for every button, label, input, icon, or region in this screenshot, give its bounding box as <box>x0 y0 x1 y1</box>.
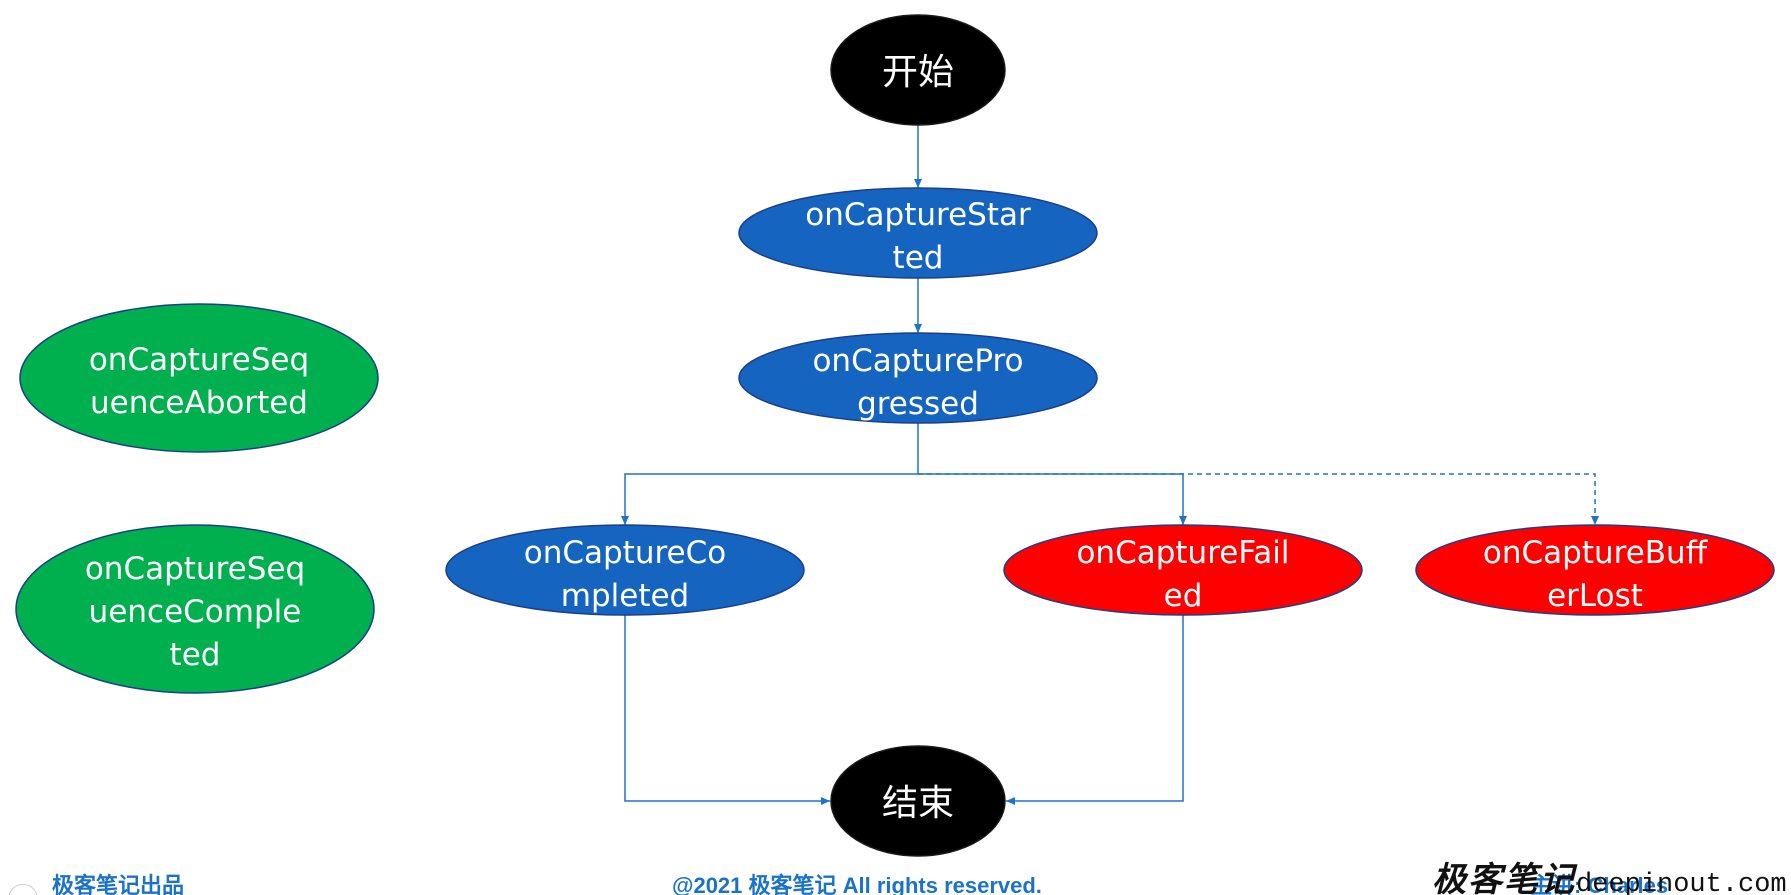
capture-failed-node: onCaptureFail ed <box>1003 524 1363 616</box>
edge-progressed-to-completed <box>621 423 919 525</box>
capture-progressed-label-line-1: onCapturePro <box>812 343 1023 379</box>
site-watermark: 极客笔记deepinout.com <box>1432 852 1787 895</box>
edge-failed-to-end <box>1006 615 1184 805</box>
capture-sequence-aborted-label-line-1: onCaptureSeq <box>89 342 309 378</box>
edge-progressed-to-failed <box>918 473 1187 525</box>
capture-progressed-node-shape <box>738 332 1098 424</box>
capture-started-node-shape <box>738 187 1098 279</box>
watermark-cn-text: 极客笔记 <box>1432 860 1576 895</box>
capture-buffer-lost-label-line-1: onCaptureBuff <box>1483 535 1708 571</box>
start-node-label: 开始 <box>882 52 954 93</box>
capture-completed-node-shape <box>445 524 805 616</box>
capture-sequence-completed-node: onCaptureSeq uenceComple ted <box>15 524 375 694</box>
capture-completed-label-line-2: mpleted <box>561 578 689 614</box>
end-node-shape <box>830 745 1006 857</box>
capture-buffer-lost-node: onCaptureBuff erLost <box>1415 524 1775 616</box>
footer-producer-text: 极客笔记出品 <box>52 873 185 895</box>
end-node-label: 结束 <box>882 783 954 824</box>
capture-started-label-line-1: onCaptureStar <box>805 197 1031 233</box>
capture-sequence-completed-label-line-3: ted <box>170 637 221 673</box>
capture-started-label-line-2: ted <box>893 240 944 276</box>
watermark-en-text: deepinout.com <box>1576 870 1787 895</box>
capture-sequence-aborted-label-line-2: uenceAborted <box>90 385 308 421</box>
capture-failed-node-shape <box>1003 524 1363 616</box>
capture-started-node: onCaptureStar ted <box>738 187 1098 279</box>
capture-completed-node: onCaptureCo mpleted <box>445 524 805 616</box>
capture-sequence-completed-label-line-1: onCaptureSeq <box>85 551 305 587</box>
capture-progressed-node: onCapturePro gressed <box>738 332 1098 424</box>
capture-sequence-aborted-node-shape <box>19 303 379 453</box>
capture-sequence-completed-node-shape <box>15 524 375 694</box>
capture-sequence-completed-label-line-2: uenceComple <box>89 594 302 630</box>
footer-copyright-text: @2021 极客笔记 All rights reserved. <box>672 873 1042 895</box>
edge-layer <box>621 125 1599 805</box>
edge-progressed-to-buffer-lost <box>918 473 1599 525</box>
capture-buffer-lost-node-shape <box>1415 524 1775 616</box>
capture-buffer-lost-label-line-2: erLost <box>1547 578 1643 614</box>
start-node: 开始 <box>830 14 1006 126</box>
capture-completed-label-line-1: onCaptureCo <box>524 535 726 571</box>
capture-progressed-label-line-2: gressed <box>857 386 979 422</box>
capture-sequence-aborted-node: onCaptureSeq uenceAborted <box>19 303 379 453</box>
edge-completed-to-end <box>624 615 830 805</box>
end-node: 结束 <box>830 745 1006 857</box>
capture-failed-label-line-2: ed <box>1164 578 1203 614</box>
footer-speaker-text: 主讲: Charles <box>1530 873 1669 895</box>
start-node-shape <box>830 14 1006 126</box>
capture-failed-label-line-1: onCaptureFail <box>1076 535 1289 571</box>
